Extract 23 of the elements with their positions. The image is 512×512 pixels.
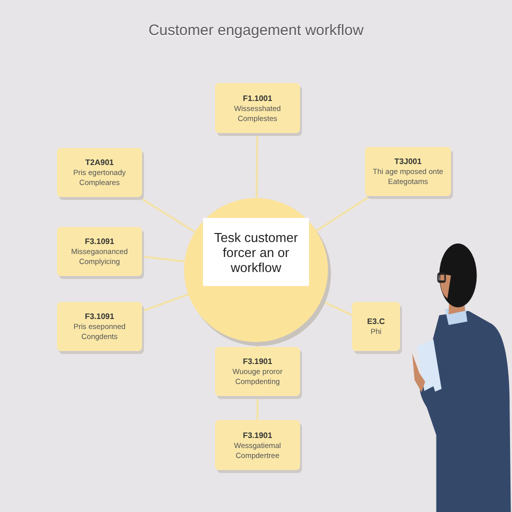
step-code: F3.1901 xyxy=(242,430,272,440)
step-code: F3.1901 xyxy=(242,356,272,367)
connector-line xyxy=(142,256,185,263)
step-code: T3J001 xyxy=(394,156,422,167)
step-card xyxy=(57,148,142,197)
step-card xyxy=(215,420,300,470)
step-code: T2A901 xyxy=(85,157,114,168)
step-card xyxy=(215,347,300,396)
step-code: F3.1091 xyxy=(84,236,114,247)
connector-line xyxy=(256,396,258,420)
step-card xyxy=(352,302,400,351)
step-card xyxy=(215,83,300,133)
connector-line xyxy=(142,294,189,312)
step-card xyxy=(57,227,142,276)
step-card xyxy=(365,147,451,196)
card-title: Tesk customer forcer an or workflow xyxy=(213,230,299,274)
connector-line xyxy=(316,195,371,232)
diagram-title: Customer engagement workflow xyxy=(147,21,365,41)
step-card xyxy=(57,302,142,351)
step-code: F3.1091 xyxy=(84,311,114,322)
step-code: F1.1001 xyxy=(242,92,272,104)
step-code: E3.C xyxy=(367,316,385,327)
title-card xyxy=(203,218,309,286)
